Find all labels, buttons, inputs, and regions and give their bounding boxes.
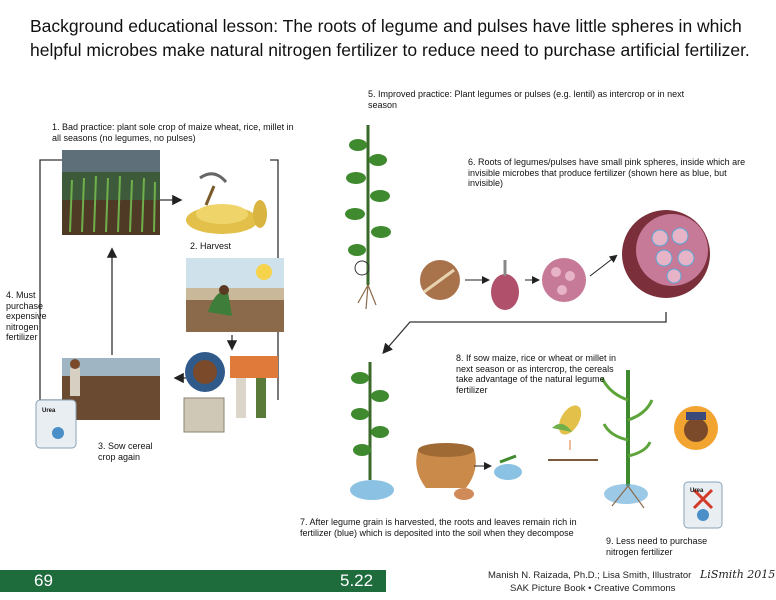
maize-seed-image: [548, 405, 598, 461]
purchase-fertilizer-image: [183, 352, 278, 433]
urea-label-right: Urea: [690, 488, 704, 494]
harvest-grain-image: [186, 172, 267, 234]
step-8-caption: 8. If sow maize, rice or wheat or millet…: [456, 353, 617, 395]
farmer-portrait-image: [674, 406, 718, 450]
illustrator-signature: LiSmith 2015: [700, 568, 776, 581]
urea-bag-crossed-image: [683, 481, 723, 529]
step-7-caption: 7. After legume grain is harvested, the …: [300, 517, 577, 538]
step-5-caption: 5. Improved practice: Plant legumes or p…: [368, 89, 685, 110]
urea-label-left: Urea: [42, 408, 56, 414]
credit-license: SAK Picture Book • Creative Commons: [510, 583, 676, 594]
step-9-caption: 9. Less need to purchase nitrogen fertil…: [606, 536, 708, 557]
harvest-farmer-image: [186, 258, 284, 332]
page-number: 69: [34, 571, 53, 590]
credit-authors: Manish N. Raizada, Ph.D.; Lisa Smith, Il…: [488, 570, 692, 581]
footer-bar: [0, 570, 386, 592]
step-2-caption: 2. Harvest: [190, 241, 232, 251]
connector-arrow: [382, 312, 667, 354]
legume-plant-image: [345, 125, 391, 310]
step-4-caption: 4. Must purchase expensive nitrogen fert…: [6, 290, 47, 342]
maize-field-image: [62, 150, 160, 235]
legume-decompose-image: [350, 362, 394, 500]
legume-grain-pot-image: [416, 443, 522, 500]
section-number: 5.22: [340, 571, 374, 590]
lesson-title: Background educational lesson: The roots…: [30, 16, 750, 60]
maize-plant-image: [600, 370, 654, 509]
root-nodule-sequence-image: [420, 210, 710, 310]
step-6-caption: 6. Roots of legumes/pulses have small pi…: [468, 157, 746, 188]
sowing-field-image: [62, 358, 160, 420]
step-3-caption: 3. Sow cereal crop again: [98, 441, 153, 462]
step-1-caption: 1. Bad practice: plant sole crop of maiz…: [52, 122, 294, 143]
urea-bag-left-image: [35, 399, 77, 449]
